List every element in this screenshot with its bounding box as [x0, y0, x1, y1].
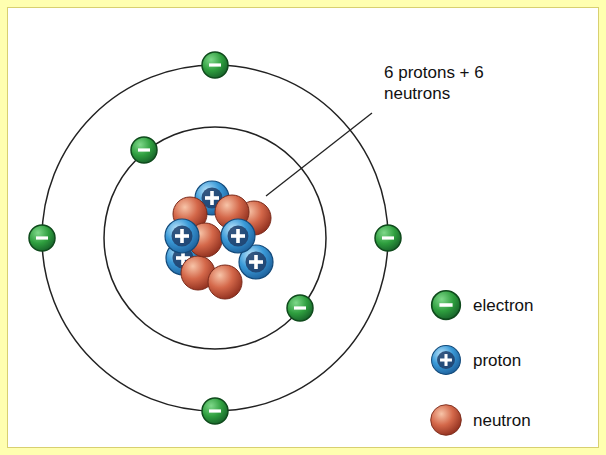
- legend-samples: [431, 291, 462, 436]
- inner-orbit: [104, 127, 326, 349]
- legend-text: neutron: [473, 410, 531, 431]
- electrons: [29, 52, 401, 424]
- legend-text: proton: [473, 350, 521, 371]
- legend-text: electron: [473, 295, 533, 316]
- outer-orbit: [42, 65, 388, 411]
- callout-label: 6 protons + 6 neutrons: [384, 62, 502, 104]
- nucleus: [165, 181, 273, 299]
- background-panel: [7, 7, 599, 448]
- leader-line: [266, 113, 372, 196]
